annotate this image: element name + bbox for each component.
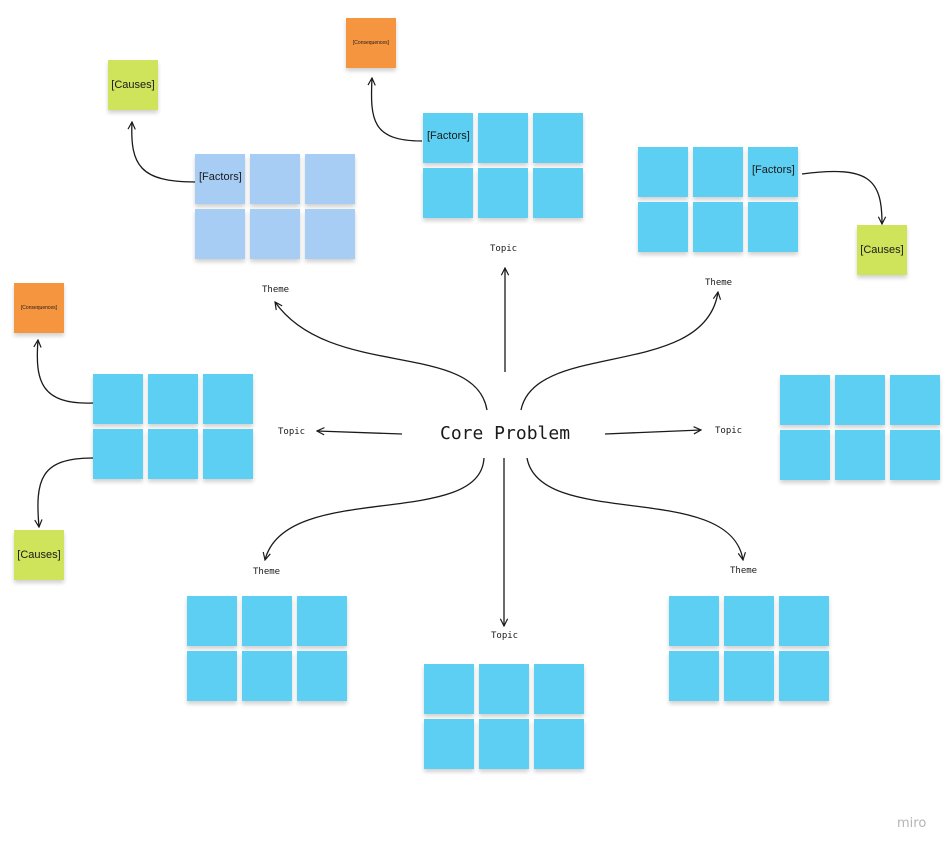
sticky-note[interactable] [693, 202, 743, 252]
sticky-note[interactable] [424, 664, 474, 714]
sticky-note[interactable] [478, 168, 528, 218]
sticky-note[interactable] [93, 374, 143, 424]
sticky-note[interactable] [533, 168, 583, 218]
factors-note-text: [Factors] [752, 164, 795, 176]
sticky-note[interactable] [297, 596, 347, 646]
sticky-cluster-bottom-right[interactable] [669, 596, 829, 701]
theme-label-bottom-right[interactable]: Theme [730, 566, 758, 576]
sticky-note[interactable] [187, 651, 237, 701]
sticky-note[interactable] [748, 202, 798, 252]
consequences-sticky-left[interactable]: [Consequences] [14, 283, 64, 333]
sticky-note[interactable] [533, 113, 583, 163]
connector-core-to-topic-left [317, 431, 403, 434]
sticky-note[interactable]: [Factors] [195, 154, 245, 204]
sticky-note[interactable] [479, 719, 529, 769]
sticky-note[interactable] [187, 596, 237, 646]
sticky-note[interactable] [890, 430, 940, 480]
theme-label-top-right[interactable]: Theme [705, 278, 733, 288]
sticky-note[interactable] [148, 374, 198, 424]
sticky-note[interactable] [724, 651, 774, 701]
theme-label-top-left[interactable]: Theme [262, 285, 290, 295]
core-problem-label[interactable]: Core Problem [440, 423, 571, 444]
sticky-note[interactable] [835, 375, 885, 425]
connector-core-to-theme-bottom-left [265, 457, 485, 560]
sticky-cluster-left[interactable] [93, 374, 253, 479]
sticky-note[interactable] [779, 651, 829, 701]
sticky-note[interactable] [297, 651, 347, 701]
connector-core-to-theme-top-left [275, 302, 488, 411]
consequences-sticky-top[interactable]: [Consequences] [346, 18, 396, 68]
causes-sticky-right[interactable]: [Causes] [857, 225, 907, 275]
connector-core-to-theme-top-right [520, 292, 718, 411]
miro-watermark: miro [897, 816, 927, 831]
sticky-note[interactable] [724, 596, 774, 646]
topic-label-bottom[interactable]: Topic [491, 631, 519, 641]
sticky-note[interactable] [305, 209, 355, 259]
sticky-note[interactable] [890, 375, 940, 425]
sticky-note[interactable] [93, 429, 143, 479]
sticky-note[interactable] [638, 202, 688, 252]
causes-sticky-top-left[interactable]: [Causes] [108, 60, 158, 110]
sticky-note[interactable] [835, 430, 885, 480]
sticky-note[interactable] [669, 651, 719, 701]
sticky-note[interactable] [242, 651, 292, 701]
sticky-note[interactable] [669, 596, 719, 646]
sticky-note[interactable] [779, 596, 829, 646]
theme-label-bottom-left[interactable]: Theme [253, 567, 281, 577]
connector-core-to-topic-right [604, 430, 701, 435]
topic-label-right[interactable]: Topic [715, 426, 743, 436]
factors-note-text: [Factors] [427, 130, 470, 142]
connector-factors-to-consequences-top [372, 78, 423, 142]
connector-cluster-to-consequences-left [37, 340, 94, 404]
sticky-note[interactable] [780, 430, 830, 480]
causes-sticky-left[interactable]: [Causes] [14, 530, 64, 580]
sticky-note[interactable] [479, 664, 529, 714]
factors-note-text: [Factors] [199, 171, 242, 183]
connector-factors-to-causes-right [801, 170, 882, 224]
sticky-cluster-bottom-left[interactable] [187, 596, 347, 701]
sticky-note[interactable] [250, 209, 300, 259]
sticky-note[interactable] [305, 154, 355, 204]
sticky-note[interactable] [534, 719, 584, 769]
sticky-note[interactable] [780, 375, 830, 425]
connector-core-to-theme-bottom-right [526, 457, 743, 560]
sticky-note[interactable] [478, 113, 528, 163]
sticky-note[interactable] [250, 154, 300, 204]
sticky-note[interactable] [203, 429, 253, 479]
sticky-note[interactable] [638, 147, 688, 197]
sticky-cluster-top-center[interactable]: [Factors] [423, 113, 583, 218]
sticky-note[interactable] [423, 168, 473, 218]
sticky-cluster-right[interactable] [780, 375, 940, 480]
sticky-cluster-top-left[interactable]: [Factors] [195, 154, 355, 259]
sticky-note[interactable]: [Factors] [748, 147, 798, 197]
sticky-note[interactable] [424, 719, 474, 769]
sticky-cluster-bottom-center[interactable] [424, 664, 584, 769]
topic-label-left[interactable]: Topic [278, 427, 306, 437]
connector-cluster-to-causes-left [38, 457, 94, 527]
connector-factors-to-causes-top-left [132, 122, 196, 183]
topic-label-top[interactable]: Topic [490, 244, 518, 254]
sticky-note[interactable] [148, 429, 198, 479]
sticky-note[interactable] [693, 147, 743, 197]
sticky-note[interactable] [534, 664, 584, 714]
sticky-note[interactable] [203, 374, 253, 424]
sticky-note[interactable] [195, 209, 245, 259]
sticky-cluster-top-right[interactable]: [Factors] [638, 147, 798, 252]
sticky-note[interactable]: [Factors] [423, 113, 473, 163]
sticky-note[interactable] [242, 596, 292, 646]
